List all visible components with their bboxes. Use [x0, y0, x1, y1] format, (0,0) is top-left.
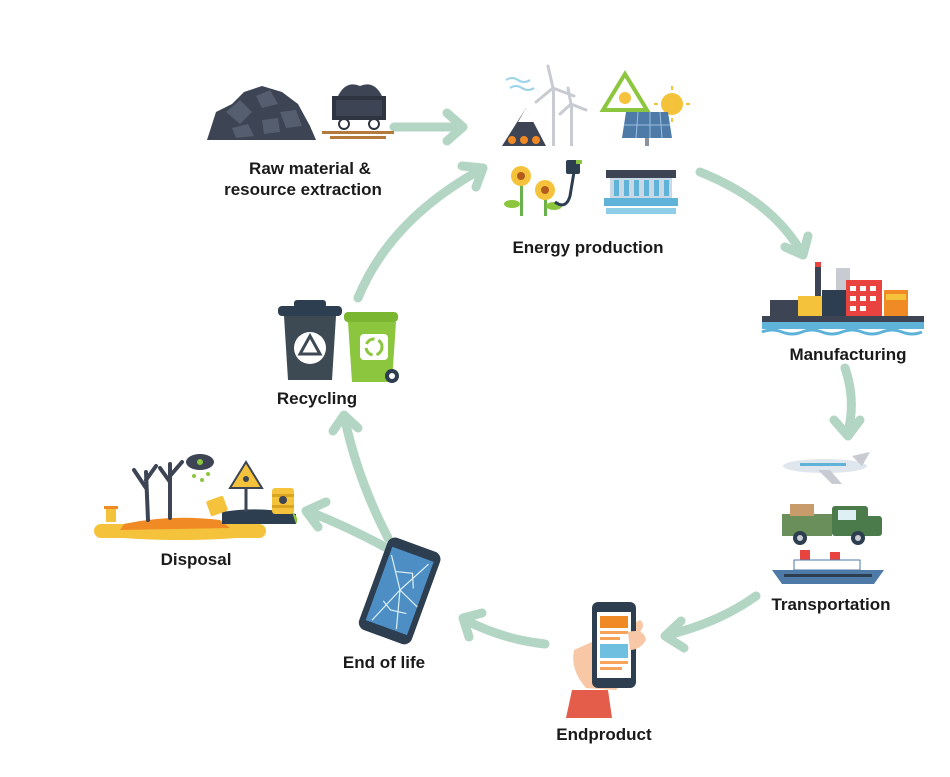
arrow-raw-to-energy — [389, 108, 468, 146]
arrows — [301, 108, 865, 653]
stage-label-disposal: Disposal — [161, 550, 232, 569]
factory-icon — [761, 262, 924, 336]
smartphone-in-hand-icon — [566, 602, 646, 718]
stage-label-endproduct: Endproduct — [556, 725, 652, 744]
coal-mine-cart-icon — [207, 84, 394, 140]
arrow-energy-to-manufacturing — [695, 167, 813, 260]
stage-label-manufacturing: Manufacturing — [789, 345, 906, 364]
arrow-endoflife-to-disposal — [301, 497, 390, 552]
stage-labels: Raw material & resource extraction Energ… — [161, 159, 907, 744]
toxic-waste-icon — [94, 454, 298, 540]
stage-label-endoflife: End of life — [343, 653, 425, 672]
stage-label-raw-line1: Raw material & — [249, 159, 371, 178]
stage-label-transportation: Transportation — [771, 595, 890, 614]
recycling-bins-icon — [278, 300, 399, 383]
arrow-endproduct-to-endoflife — [458, 608, 550, 649]
arrow-manufacturing-to-transportation — [829, 363, 865, 441]
stage-label-raw-line2: resource extraction — [224, 180, 382, 199]
arrow-recycling-to-energy — [353, 161, 488, 303]
plane-truck-ship-icon — [772, 452, 884, 584]
stage-label-recycling: Recycling — [277, 389, 357, 408]
arrow-transportation-to-endproduct — [660, 591, 761, 653]
broken-phone-icon — [358, 537, 441, 645]
stage-label-energy: Energy production — [512, 238, 663, 257]
renewable-energy-icon — [502, 64, 690, 216]
arrow-endoflife-to-recycling — [328, 410, 393, 543]
